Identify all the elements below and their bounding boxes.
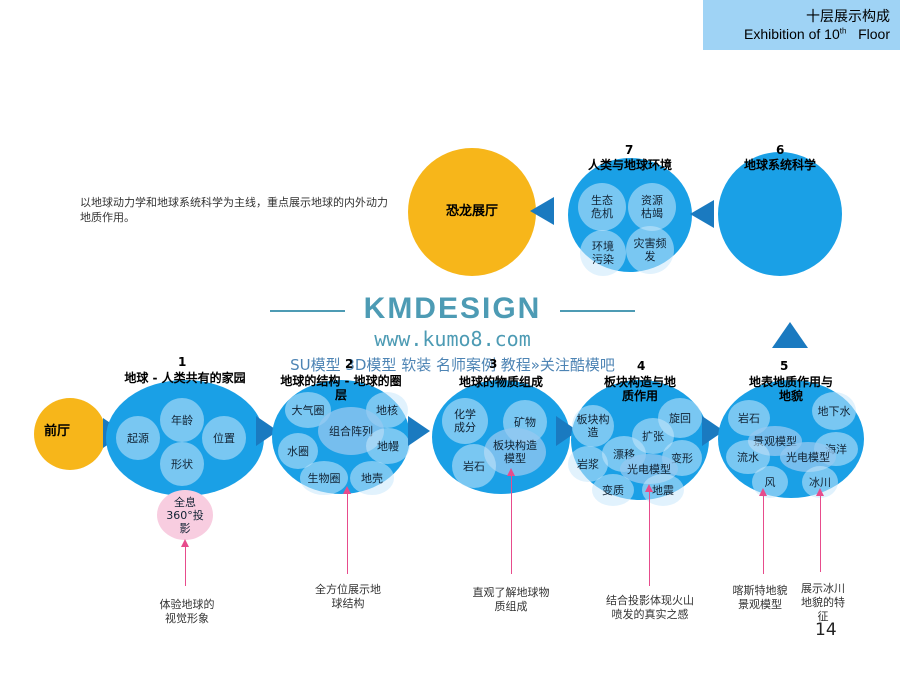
- dinosaur-hall-label: 恐龙展厅: [445, 204, 498, 219]
- station-5-number: 5: [780, 359, 789, 373]
- header-title-en: Exhibition of 10th Floor: [744, 26, 890, 42]
- watermark-brand: KMDESIGN: [270, 292, 635, 326]
- lobby-label: 前厅: [43, 424, 70, 439]
- intro-text: 以地球动力学和地球系统科学为主线，重点展示地球的内外动力地质作用。: [80, 196, 388, 224]
- watermark-tagline: SU模型 3D模型 软装 名师案例 教程»关注酷模吧: [290, 356, 615, 374]
- bubble-groundwater: 地下水: [812, 392, 856, 430]
- station-4-number: 4: [637, 359, 646, 373]
- bubble-origin: 起源: [116, 416, 160, 460]
- bubble-age: 年龄: [160, 398, 204, 442]
- lobby-circle: [34, 398, 106, 470]
- bubble-biosphere: 生物圈: [300, 461, 348, 495]
- station-6-number: 6: [776, 143, 785, 157]
- station-1-title: 地球 - 人类共有的家园: [124, 371, 246, 385]
- station-5-note-karst: 喀斯特地貌景观模型: [732, 584, 788, 611]
- hologram-bubble: 全息360°投影: [157, 490, 213, 540]
- station-2-number: 2: [345, 357, 354, 371]
- arrow-up-icon: [772, 322, 808, 348]
- dinosaur-hall-circle: [408, 148, 536, 276]
- bubble-hydrosphere: 水圈: [278, 433, 318, 469]
- bubble-frequent-disasters: 灾害频发: [626, 226, 674, 274]
- bubble-crust: 地壳: [350, 461, 394, 495]
- station-6-circle: [718, 152, 842, 276]
- pointer-line: [759, 488, 767, 574]
- pointer-line: [645, 484, 653, 586]
- station-6-title: 地球系统科学: [743, 158, 816, 172]
- bubble-metamorphism: 变质: [592, 474, 634, 506]
- station-1-number: 1: [178, 355, 187, 369]
- station-7-title: 人类与地球环境: [587, 158, 672, 172]
- station-1-note: 体验地球的视觉形象: [159, 598, 215, 625]
- arrow-left-icon: [690, 200, 714, 228]
- page-number: 14: [815, 620, 837, 640]
- bubble-wind: 风: [752, 466, 788, 498]
- station-3-note: 直观了解地球物质组成: [472, 586, 550, 613]
- bubble-chemical-composition: 化学成分: [442, 398, 488, 444]
- watermark-url: www.kumo8.com: [374, 327, 531, 351]
- bubble-mantle: 地幔: [366, 428, 410, 464]
- arrow-left-icon: [530, 197, 554, 225]
- station-5-title: 地表地质作用与地貌: [748, 375, 833, 403]
- pointer-line: [816, 488, 824, 572]
- station-3-number: 3: [489, 357, 498, 371]
- bubble-plate-tectonics: 板块构造: [572, 405, 614, 447]
- bubble-rocks: 岩石: [452, 444, 496, 488]
- station-7-number: 7: [625, 143, 634, 157]
- station-5-note-glacier: 展示冰川地貌的特征: [801, 582, 845, 623]
- header-box: 十层展示构成 Exhibition of 10th Floor: [703, 0, 900, 50]
- station-4-note: 结合投影体现火山喷发的真实之感: [606, 594, 694, 621]
- pointer-line: [181, 539, 189, 586]
- pointer-line: [343, 486, 351, 574]
- pointer-line: [507, 468, 515, 574]
- header-title-cn: 十层展示构成: [806, 9, 890, 25]
- station-2-title: 地球的结构 - 地球的圈层: [280, 374, 402, 402]
- bubble-shape: 形状: [160, 442, 204, 486]
- arrow-right-icon: [408, 416, 430, 446]
- bubble-position: 位置: [202, 416, 246, 460]
- bubble-environmental-pollution: 环境污染: [580, 230, 626, 276]
- bubble-magma: 岩浆: [568, 446, 608, 482]
- bubble-resource-exhaustion: 资源枯竭: [628, 183, 676, 231]
- bubble-ecological-crisis: 生态危机: [578, 183, 626, 231]
- station-3-title: 地球的物质组成: [458, 375, 543, 389]
- station-2-note: 全方位展示地球结构: [315, 583, 381, 610]
- station-4-title: 板块构造与地质作用: [603, 375, 676, 403]
